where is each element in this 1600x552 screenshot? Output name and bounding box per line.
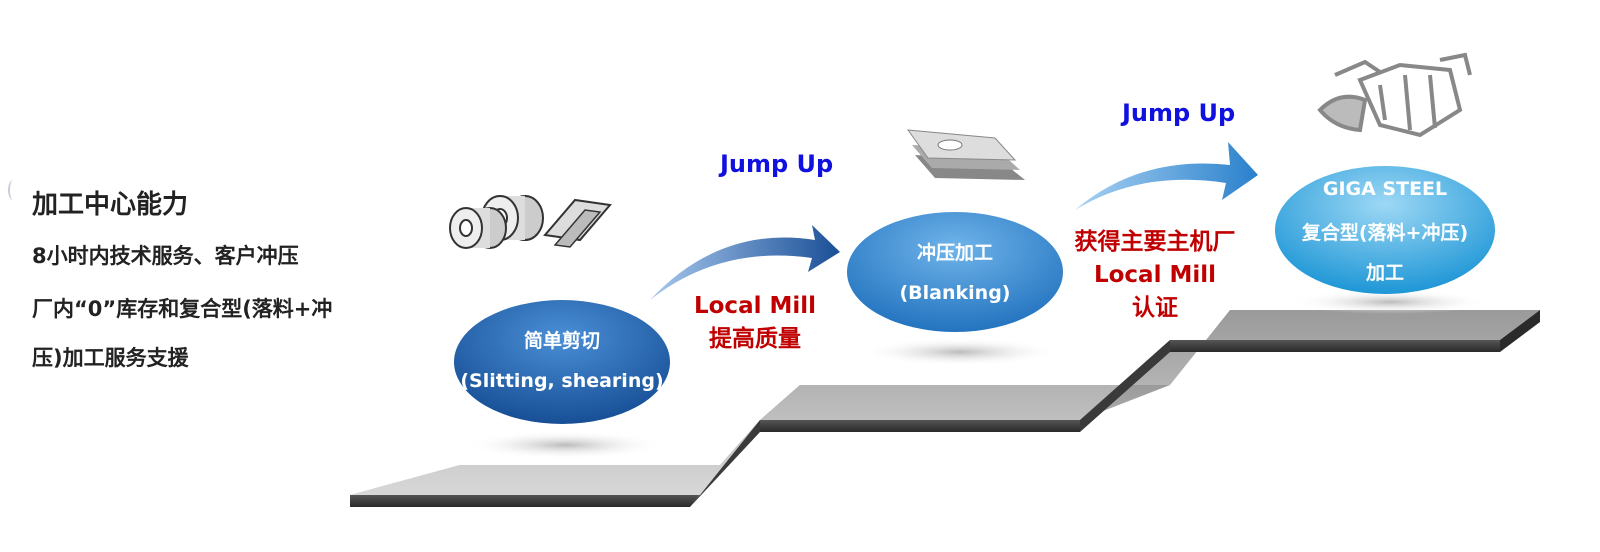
steel-sheet-stack-icon: [906, 129, 1025, 180]
transition-2-text: 获得主要主机厂 Local Mill 认证: [1075, 226, 1236, 325]
stage-3-label-3: 加工: [1365, 262, 1405, 284]
jump-up-label-1: Jump Up: [720, 150, 834, 178]
stage-2-label-cn: 冲压加工: [916, 242, 994, 264]
stage-1-label-cn: 简单剪切: [523, 330, 601, 352]
stage-3-label-1: GIGA STEEL: [1322, 178, 1448, 200]
jump-up-label-2: Jump Up: [1122, 99, 1236, 127]
stage-3-label-2: 复合型(落料+冲压): [1301, 222, 1469, 244]
transition-1-line-1: Local Mill: [693, 293, 817, 319]
transition-2-line-3: 认证: [1132, 295, 1178, 321]
steel-coil-icon: [449, 195, 612, 249]
stage-1-ellipse: [454, 300, 670, 424]
stage-2-label-en: (Blanking): [899, 282, 1011, 304]
capability-line-3: 压)加工服务支援: [32, 346, 189, 370]
capability-line-2: 厂内“0”库存和复合型(落料+冲: [32, 297, 333, 321]
transition-2-line-2: Local Mill: [1093, 262, 1217, 288]
stage-3-ellipse: [1275, 166, 1495, 294]
jump-arrow-1: [650, 225, 840, 300]
transition-2-line-1: 获得主要主机厂: [1074, 229, 1236, 255]
bullet-mark: [8, 180, 18, 200]
stage-1-label-en: (Slitting, shearing): [460, 370, 664, 392]
jump-arrow-2: [1075, 142, 1258, 210]
stage-2-ellipse: [847, 212, 1063, 332]
transition-1-text: Local Mill 提高质量: [694, 290, 816, 356]
transition-1-line-2: 提高质量: [708, 326, 801, 352]
stair-surface: [350, 310, 1540, 495]
capability-title: 加工中心能力: [32, 190, 189, 220]
capability-line-1: 8小时内技术服务、客户冲压: [32, 244, 299, 268]
car-body-frame-icon: [1317, 52, 1472, 138]
